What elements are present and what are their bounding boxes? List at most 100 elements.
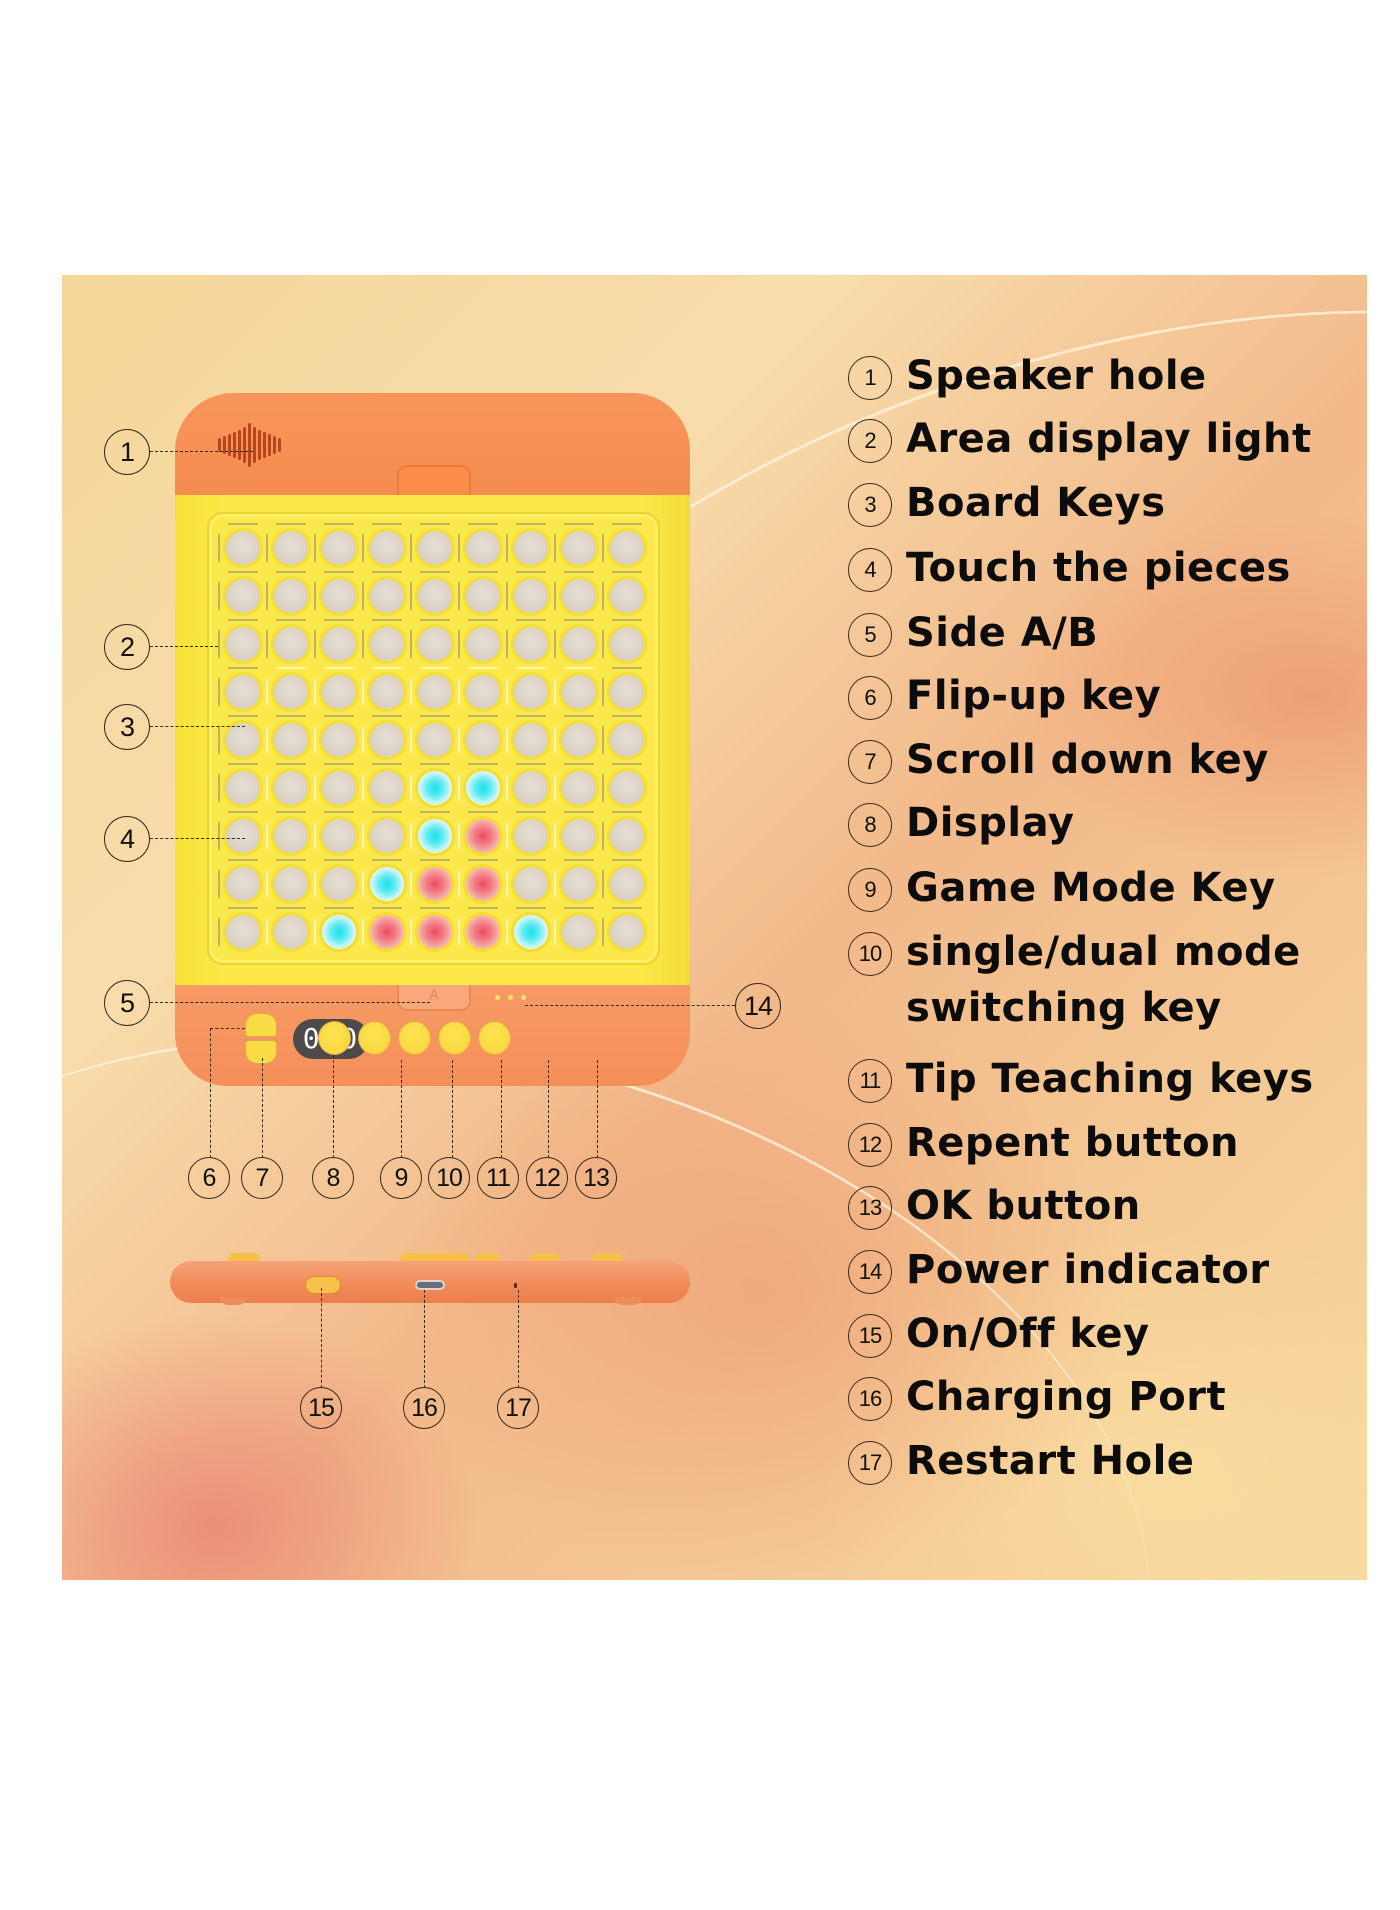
board-cell[interactable]	[218, 715, 267, 764]
board-cell[interactable]	[458, 859, 507, 908]
board-cell[interactable]	[506, 619, 555, 668]
empty-hole[interactable]	[562, 867, 596, 901]
board-cell[interactable]	[410, 523, 459, 572]
board-cell[interactable]	[554, 523, 603, 572]
board-cell[interactable]	[410, 715, 459, 764]
on-off-switch[interactable]	[305, 1276, 341, 1294]
board-cell[interactable]	[602, 619, 651, 668]
empty-hole[interactable]	[610, 531, 644, 565]
empty-hole[interactable]	[418, 531, 452, 565]
empty-hole[interactable]	[226, 771, 260, 805]
board-cell[interactable]	[554, 715, 603, 764]
empty-hole[interactable]	[322, 723, 356, 757]
board-cell[interactable]	[506, 907, 555, 956]
cyan-piece[interactable]	[370, 867, 404, 901]
empty-hole[interactable]	[370, 819, 404, 853]
board-cell[interactable]	[602, 907, 651, 956]
empty-hole[interactable]	[466, 675, 500, 709]
board-cell[interactable]	[314, 571, 363, 620]
empty-hole[interactable]	[226, 627, 260, 661]
board-cell[interactable]	[218, 571, 267, 620]
empty-hole[interactable]	[226, 579, 260, 613]
board-cell[interactable]	[218, 523, 267, 572]
red-piece[interactable]	[418, 867, 452, 901]
board-cell[interactable]	[554, 619, 603, 668]
board-cell[interactable]	[266, 763, 315, 812]
board-cell[interactable]	[314, 523, 363, 572]
board-cell[interactable]	[218, 619, 267, 668]
board-cell[interactable]	[458, 907, 507, 956]
board-cell[interactable]	[506, 523, 555, 572]
board-cell[interactable]	[410, 859, 459, 908]
empty-hole[interactable]	[322, 819, 356, 853]
empty-hole[interactable]	[610, 915, 644, 949]
empty-hole[interactable]	[418, 675, 452, 709]
board-cell[interactable]	[266, 811, 315, 860]
empty-hole[interactable]	[274, 915, 308, 949]
board-cell[interactable]	[218, 763, 267, 812]
board-cell[interactable]	[362, 763, 411, 812]
board-cell[interactable]	[218, 667, 267, 716]
empty-hole[interactable]	[562, 723, 596, 757]
board-cell[interactable]	[410, 619, 459, 668]
empty-hole[interactable]	[562, 579, 596, 613]
board-cell[interactable]	[266, 715, 315, 764]
board-cell[interactable]	[506, 859, 555, 908]
empty-hole[interactable]	[418, 579, 452, 613]
empty-hole[interactable]	[370, 675, 404, 709]
board-cell[interactable]	[266, 667, 315, 716]
empty-hole[interactable]	[562, 675, 596, 709]
board-cell[interactable]	[554, 667, 603, 716]
empty-hole[interactable]	[322, 531, 356, 565]
board-cell[interactable]	[554, 571, 603, 620]
board-cell[interactable]	[362, 571, 411, 620]
empty-hole[interactable]	[274, 867, 308, 901]
board-cell[interactable]	[554, 859, 603, 908]
empty-hole[interactable]	[562, 819, 596, 853]
board-cell[interactable]	[218, 811, 267, 860]
board-cell[interactable]	[410, 667, 459, 716]
single-dual-mode-key[interactable]	[358, 1021, 391, 1055]
empty-hole[interactable]	[610, 819, 644, 853]
empty-hole[interactable]	[514, 771, 548, 805]
scroll-down-key[interactable]	[245, 1040, 277, 1064]
red-piece[interactable]	[466, 915, 500, 949]
board-cell[interactable]	[602, 523, 651, 572]
empty-hole[interactable]	[514, 819, 548, 853]
board-cell[interactable]	[458, 571, 507, 620]
ok-button[interactable]	[478, 1021, 511, 1055]
board-cell[interactable]	[602, 571, 651, 620]
empty-hole[interactable]	[370, 771, 404, 805]
empty-hole[interactable]	[514, 675, 548, 709]
empty-hole[interactable]	[610, 627, 644, 661]
board-cell[interactable]	[410, 811, 459, 860]
board-cell[interactable]	[458, 523, 507, 572]
cyan-piece[interactable]	[322, 915, 356, 949]
empty-hole[interactable]	[274, 627, 308, 661]
empty-hole[interactable]	[514, 867, 548, 901]
empty-hole[interactable]	[514, 579, 548, 613]
board-cell[interactable]	[314, 763, 363, 812]
empty-hole[interactable]	[418, 627, 452, 661]
empty-hole[interactable]	[514, 723, 548, 757]
empty-hole[interactable]	[226, 675, 260, 709]
flip-up-key[interactable]	[245, 1013, 277, 1037]
cyan-piece[interactable]	[418, 819, 452, 853]
board-cell[interactable]	[314, 811, 363, 860]
board-cell[interactable]	[554, 763, 603, 812]
cyan-piece[interactable]	[418, 771, 452, 805]
board-cell[interactable]	[362, 859, 411, 908]
board-cell[interactable]	[410, 907, 459, 956]
board-cell[interactable]	[458, 811, 507, 860]
tip-teaching-key[interactable]	[398, 1021, 431, 1055]
empty-hole[interactable]	[514, 531, 548, 565]
board-cell[interactable]	[266, 523, 315, 572]
board-cell[interactable]	[218, 859, 267, 908]
board-cell[interactable]	[410, 763, 459, 812]
empty-hole[interactable]	[226, 819, 260, 853]
empty-hole[interactable]	[274, 819, 308, 853]
board-cell[interactable]	[458, 667, 507, 716]
empty-hole[interactable]	[610, 723, 644, 757]
board-cell[interactable]	[602, 811, 651, 860]
board-cell[interactable]	[314, 715, 363, 764]
